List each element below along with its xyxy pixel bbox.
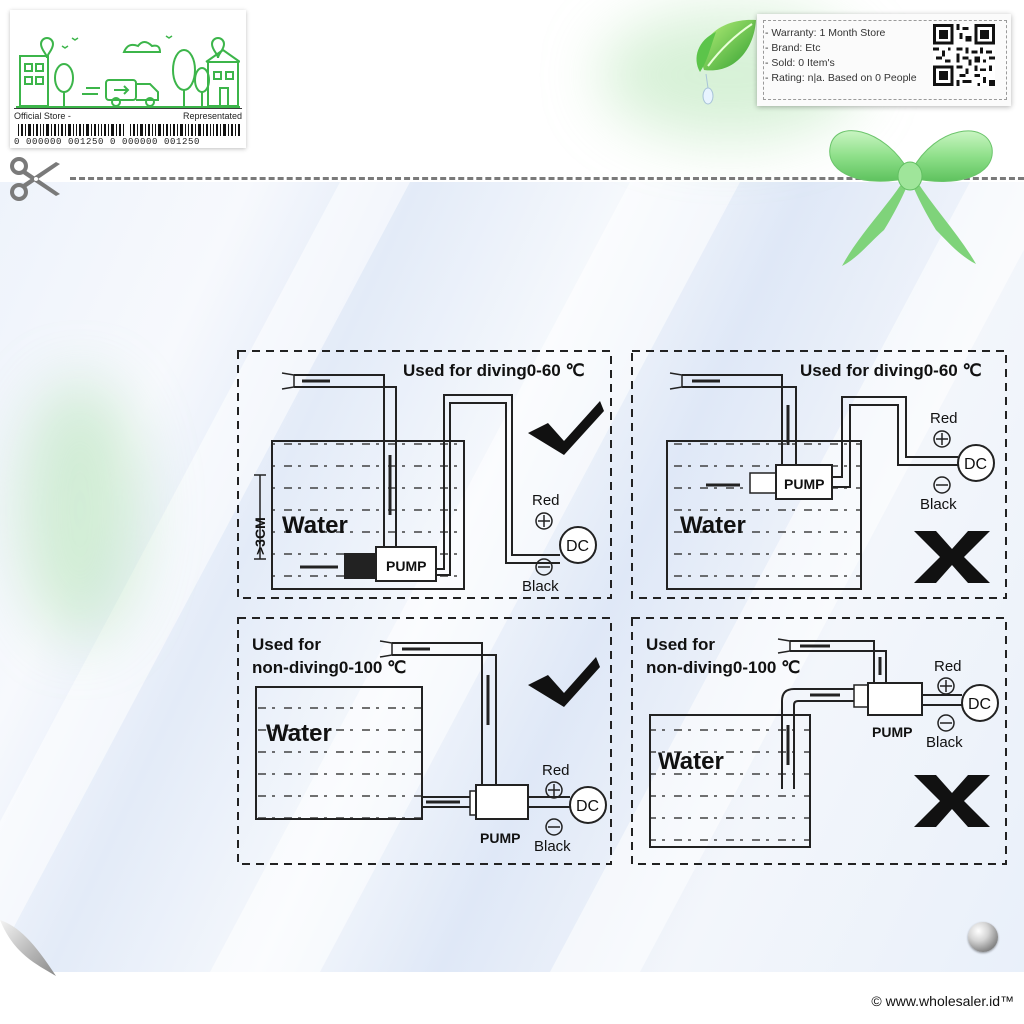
pump-intake bbox=[344, 553, 376, 579]
water-tank bbox=[255, 686, 423, 820]
scissors-icon bbox=[10, 157, 60, 201]
pump-label: PUMP bbox=[386, 558, 426, 574]
diagram-panel-2: Used for diving0-60 ℃ Water PUMP DC Red … bbox=[631, 350, 1007, 599]
cross-icon bbox=[914, 775, 990, 827]
pump-wiring-diagram: Used for diving0-60 ℃ Water >3CM PUMP DC… bbox=[237, 350, 1007, 865]
pump-body bbox=[375, 546, 437, 582]
dc-label: DC bbox=[964, 456, 987, 473]
panel-border bbox=[237, 617, 612, 865]
diagram-panel-3: Used for non-diving0-100 ℃ Water PUMP DC… bbox=[237, 617, 612, 865]
checkmark-icon bbox=[528, 657, 600, 707]
diagram-panel-4: Used for non-diving0-100 ℃ Water PUMP DC… bbox=[631, 617, 1007, 865]
panel-title-line2: non-diving0-100 ℃ bbox=[646, 658, 800, 677]
checkmark-icon bbox=[528, 401, 604, 455]
sold-text: - Sold: 0 Item's bbox=[765, 57, 835, 69]
panel-border bbox=[237, 350, 612, 599]
cross-icon bbox=[914, 531, 990, 583]
depth-label: >3CM bbox=[252, 517, 268, 555]
water-label: Water bbox=[658, 748, 724, 775]
red-label: Red bbox=[542, 762, 570, 779]
pump-label: PUMP bbox=[480, 830, 520, 846]
info-lines: - Warranty: 1 Month Store - Brand: Etc -… bbox=[765, 26, 917, 86]
cut-line bbox=[70, 177, 1024, 180]
red-label: Red bbox=[934, 658, 962, 675]
bow-icon bbox=[829, 130, 993, 266]
black-label: Black bbox=[534, 838, 571, 855]
represented-label: Representated bbox=[182, 111, 242, 121]
pump-body bbox=[867, 682, 923, 716]
dc-label: DC bbox=[566, 538, 589, 555]
green-glow bbox=[20, 380, 140, 640]
copyright-text: © www.wholesaler.id™ bbox=[871, 993, 1014, 1009]
rating-text: - Rating: n|a. Based on 0 People bbox=[765, 72, 917, 84]
page-curl-icon bbox=[0, 920, 56, 976]
red-label: Red bbox=[532, 492, 560, 509]
qr-code-icon bbox=[933, 24, 995, 86]
red-label: Red bbox=[930, 410, 958, 427]
info-card-border bbox=[763, 20, 1007, 100]
metal-button-icon bbox=[968, 922, 998, 952]
brand-text: - Brand: Etc bbox=[765, 42, 821, 54]
pump-body bbox=[775, 464, 833, 500]
warranty-text: - Warranty: 1 Month Store bbox=[765, 27, 886, 39]
water-label: Water bbox=[282, 512, 348, 539]
panel-border bbox=[631, 350, 1007, 599]
water-label: Water bbox=[266, 720, 332, 747]
store-tag: Official Store - Representated bbox=[10, 10, 246, 148]
panel-title-line2: non-diving0-100 ℃ bbox=[252, 658, 406, 677]
panel-title-line1: Used for bbox=[252, 635, 321, 654]
product-info-card: - Warranty: 1 Month Store - Brand: Etc -… bbox=[757, 14, 1011, 106]
official-store-label: Official Store - bbox=[14, 111, 71, 121]
city-delivery-illustration bbox=[16, 35, 240, 108]
black-label: Black bbox=[920, 496, 957, 513]
panel-title: Used for diving0-60 ℃ bbox=[800, 361, 982, 380]
diagram-panel-1: Used for diving0-60 ℃ Water >3CM PUMP DC… bbox=[237, 350, 612, 599]
tag-divider bbox=[14, 108, 242, 109]
panel-title: Used for diving0-60 ℃ bbox=[403, 361, 585, 380]
barcode-number: 0 000000 001250 0 000000 001250 bbox=[14, 137, 201, 147]
water-tank bbox=[649, 714, 811, 848]
water-label: Water bbox=[680, 512, 746, 539]
black-label: Black bbox=[522, 578, 559, 595]
dc-label: DC bbox=[968, 696, 991, 713]
pump-body bbox=[475, 784, 529, 820]
leaf-icon bbox=[696, 19, 756, 105]
pump-label: PUMP bbox=[784, 476, 824, 492]
panel-title-line1: Used for bbox=[646, 635, 715, 654]
black-label: Black bbox=[926, 734, 963, 751]
panel-border bbox=[631, 617, 1007, 865]
pump-label: PUMP bbox=[872, 724, 912, 740]
barcode bbox=[18, 124, 240, 136]
dc-label: DC bbox=[576, 798, 599, 815]
